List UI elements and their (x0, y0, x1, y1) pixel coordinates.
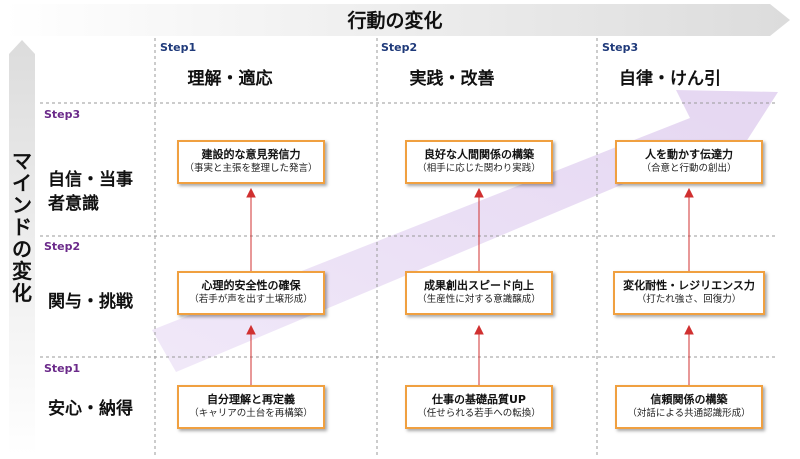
left-axis-label: マインドの変化 (12, 149, 32, 305)
box-r1c1: 自分理解と再定義 （キャリアの土台を再構築） (177, 385, 325, 429)
box-subtitle: （若手が声を出す土壌形成） (189, 294, 313, 305)
left-axis-arrow (9, 40, 35, 455)
column-step-3: Step3 (602, 41, 639, 54)
row-step-1: Step1 (44, 362, 81, 375)
growth-diagonal-arrow (152, 90, 778, 372)
top-axis-label: 行動の変化 (347, 10, 443, 32)
box-r2c2: 成果創出スピード向上 （生産性に対する意識醸成） (405, 271, 553, 315)
row-step-2: Step2 (44, 240, 81, 253)
box-r3c2: 良好な人間関係の構築 （相手に応じた関わり実践） (405, 140, 553, 184)
box-r2c3: 変化耐性・レジリエンス力 （打たれ強さ、回復力） (613, 271, 765, 315)
box-title: 仕事の基礎品質UP (432, 393, 526, 406)
box-r1c3: 信頼関係の構築 （対話による共通認識形成） (615, 385, 763, 429)
row-title-3: 自信・当事者意識 (48, 170, 133, 214)
box-title: 良好な人間関係の構築 (424, 148, 534, 161)
column-step-1: Step1 (160, 41, 197, 54)
row-title-2: 関与・挑戦 (48, 292, 133, 312)
box-subtitle: （打たれ強さ、回復力） (636, 294, 742, 305)
box-title: 成果創出スピード向上 (424, 279, 534, 292)
grid-lines (40, 38, 775, 456)
box-r3c1: 建設的な意見発信力 （事実と主張を整理した発言） (177, 140, 325, 184)
column-title-1: 理解・適応 (187, 69, 273, 89)
top-axis-arrow (4, 4, 790, 36)
row-title-1: 安心・納得 (48, 399, 133, 419)
box-subtitle: （合意と行動の創出） (641, 163, 737, 174)
connectors (246, 187, 694, 385)
box-r3c3: 人を動かす伝達力 （合意と行動の創出） (615, 140, 763, 184)
box-title: 人を動かす伝達力 (645, 148, 733, 161)
box-subtitle: （対話による共通認識形成） (627, 408, 751, 419)
box-r2c1: 心理的安全性の確保 （若手が声を出す土壌形成） (177, 271, 325, 315)
box-subtitle: （相手に応じた関わり実践） (417, 163, 541, 174)
box-title: 自分理解と再定義 (207, 393, 295, 406)
row-step-3: Step3 (44, 108, 81, 121)
box-subtitle: （キャリアの土台を再構築） (189, 408, 313, 419)
box-subtitle: （生産性に対する意識醸成） (417, 294, 541, 305)
box-subtitle: （事実と主張を整理した発言） (184, 163, 318, 174)
column-title-3: 自律・けん引 (619, 69, 721, 89)
box-title: 心理的安全性の確保 (201, 279, 301, 292)
box-title: 建設的な意見発信力 (201, 148, 301, 161)
column-step-2: Step2 (381, 41, 418, 54)
box-title: 変化耐性・レジリエンス力 (623, 279, 755, 292)
box-subtitle: （任せられる若手への転換） (417, 408, 541, 419)
box-r1c2: 仕事の基礎品質UP （任せられる若手への転換） (405, 385, 553, 429)
column-title-2: 実践・改善 (409, 69, 495, 89)
box-title: 信頼関係の構築 (650, 393, 728, 406)
